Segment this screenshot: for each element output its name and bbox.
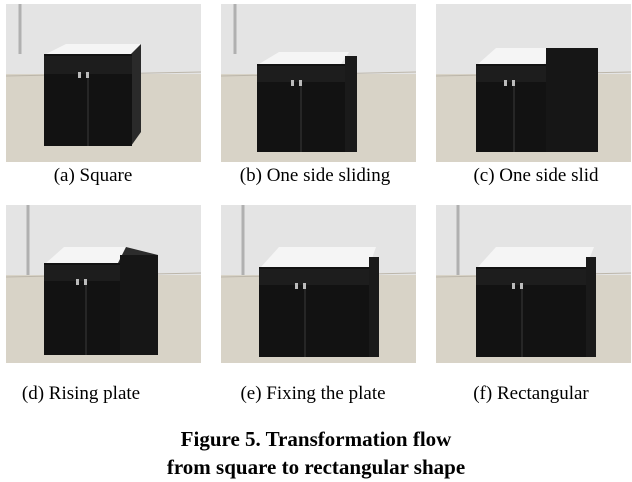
photo-panel-f <box>436 205 631 363</box>
panel-caption-f: (f) Rectangular <box>473 383 589 404</box>
photo-panel-a <box>6 4 201 162</box>
photo-square <box>6 4 201 162</box>
panel-caption-a: (a) Square <box>53 165 133 186</box>
panel-caption-d: (d) Rising plate <box>21 383 141 404</box>
photo-rectangular <box>436 205 631 363</box>
photo-panel-b <box>221 4 416 162</box>
panel-caption-c: (c) One side slid <box>473 165 599 186</box>
panel-caption-b: (b) One side sliding <box>239 165 391 186</box>
photo-panel-c <box>436 4 631 162</box>
panel-caption-e: (e) Fixing the plate <box>240 383 386 404</box>
photo-sliding <box>221 4 416 162</box>
photo-panel-e <box>221 205 416 363</box>
photo-rising <box>6 205 201 363</box>
figure-caption-line-2: from square to rectangular shape <box>166 455 466 479</box>
photo-fixing <box>221 205 416 363</box>
photo-panel-d <box>6 205 201 363</box>
figure-caption-line-1: Figure 5. Transformation flow <box>180 427 452 451</box>
photo-slid <box>436 4 631 162</box>
